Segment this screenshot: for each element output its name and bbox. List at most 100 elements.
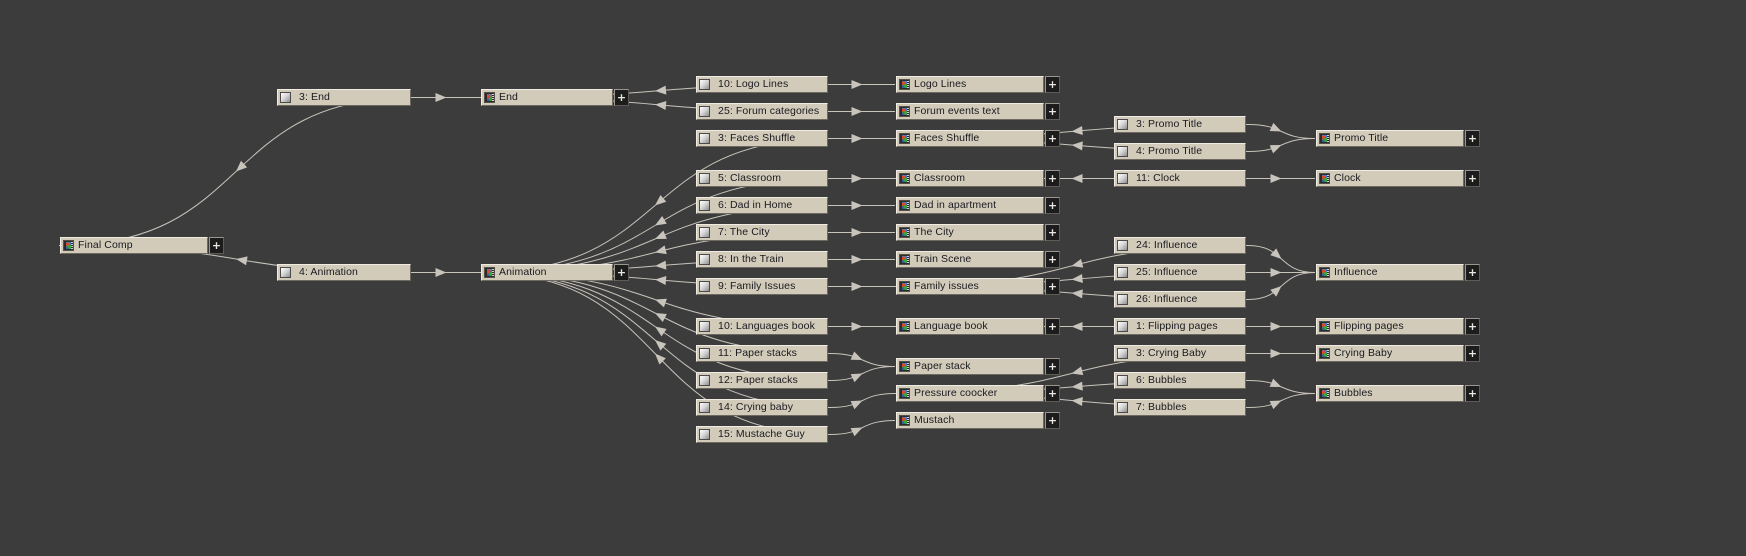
layer-node-l-9-family-issues[interactable]: 9: Family Issues [696,278,828,295]
layer-node-l-24-influence[interactable]: 24: Influence [1114,237,1246,254]
expand-toggle-c-logo-lines[interactable]: + [1045,76,1060,93]
expand-toggle-c-forum-events[interactable]: + [1045,103,1060,120]
comp-node-c-forum-events[interactable]: Forum events text [896,103,1044,120]
expand-toggle-c-train-scene[interactable]: + [1045,251,1060,268]
expand-toggle-c-language-book[interactable]: + [1045,318,1060,335]
composition-filmstrip-icon [899,415,910,426]
edge-arrow-icon [1071,322,1083,331]
comp-node-c-mustach[interactable]: Mustach [896,412,1044,429]
edge-arrow-icon [655,245,667,255]
layer-node-l-4-animation[interactable]: 4: Animation [277,264,411,281]
layer-node-l-7-bubbles[interactable]: 7: Bubbles [1114,399,1246,416]
comp-node-c-bubbles[interactable]: Bubbles [1316,385,1464,402]
layer-thumbnail-icon [699,200,710,211]
layer-node-l-6-dad-home[interactable]: 6: Dad in Home [696,197,828,214]
composition-filmstrip-icon [1319,133,1330,144]
expand-toggle-c-classroom[interactable]: + [1045,170,1060,187]
expand-toggle-c-bubbles[interactable]: + [1465,385,1480,402]
plus-icon: + [1047,198,1058,212]
edge-arrow-icon [1071,141,1083,151]
comp-node-c-train-scene[interactable]: Train Scene [896,251,1044,268]
expand-toggle-c-dad-apartment[interactable]: + [1045,197,1060,214]
comp-node-c-faces-shuffle[interactable]: Faces Shuffle [896,130,1044,147]
edge-arrow-icon [655,326,667,337]
layer-node-l-14-crying-baby[interactable]: 14: Crying baby [696,399,828,416]
expand-toggle-c-crying-baby[interactable]: + [1465,345,1480,362]
layer-node-l-10-lang-book[interactable]: 10: Languages book [696,318,828,335]
edge-arrow-icon [1269,400,1282,410]
node-label: 10: Languages book [718,321,815,332]
node-label: Crying Baby [1334,348,1393,359]
layer-node-l-1-flipping[interactable]: 1: Flipping pages [1114,318,1246,335]
comp-node-final-comp[interactable]: Final Comp [60,237,208,254]
plus-icon: + [1467,131,1478,145]
edge-arrow-icon [655,275,667,285]
expand-toggle-c-the-city[interactable]: + [1045,224,1060,241]
layer-thumbnail-icon [1117,294,1128,305]
layer-node-l-3-end[interactable]: 3: End [277,89,411,106]
comp-node-c-classroom[interactable]: Classroom [896,170,1044,187]
expand-toggle-c-pressure-cooker[interactable]: + [1045,385,1060,402]
comp-node-c-clock[interactable]: Clock [1316,170,1464,187]
comp-node-c-logo-lines[interactable]: Logo Lines [896,76,1044,93]
expand-toggle-c-end[interactable]: + [614,89,629,106]
edge-c-promo-title-to-l-4-promo-title [1247,138,1316,154]
edge-arrow-icon [851,255,863,264]
edge-c-paper-stack-to-l-11-paper-stacks [829,351,896,367]
expand-toggle-final-comp[interactable]: + [209,237,224,254]
node-label: 4: Promo Title [1136,146,1203,157]
layer-node-l-25-forum-cat[interactable]: 25: Forum categories [696,103,828,120]
node-label: 11: Clock [1136,173,1180,184]
layer-node-l-4-promo-title[interactable]: 4: Promo Title [1114,143,1246,160]
comp-node-c-the-city[interactable]: The City [896,224,1044,241]
edge-c-flipping-pages-to-l-1-flipping [1248,322,1315,331]
comp-node-c-animation[interactable]: Animation [481,264,613,281]
expand-toggle-c-influence[interactable]: + [1465,264,1480,281]
comp-node-c-crying-baby[interactable]: Crying Baby [1316,345,1464,362]
layer-thumbnail-icon [699,106,710,117]
comp-node-c-promo-title[interactable]: Promo Title [1316,130,1464,147]
layer-node-l-6-bubbles[interactable]: 6: Bubbles [1114,372,1246,389]
expand-toggle-c-flipping-pages[interactable]: + [1465,318,1480,335]
node-label: 7: Bubbles [1136,402,1187,413]
comp-node-c-family-issues[interactable]: Family issues [896,278,1044,295]
layer-node-l-8-in-the-train[interactable]: 8: In the Train [696,251,828,268]
expand-toggle-c-family-issues[interactable]: + [1045,278,1060,295]
comp-node-c-dad-apartment[interactable]: Dad in apartment [896,197,1044,214]
edge-arrow-icon [1270,268,1282,277]
edge-arrow-icon [850,427,863,437]
comp-node-c-flipping-pages[interactable]: Flipping pages [1316,318,1464,335]
layer-node-l-10-logo-lines[interactable]: 10: Logo Lines [696,76,828,93]
layer-node-l-15-mustache-guy[interactable]: 15: Mustache Guy [696,426,828,443]
layer-node-l-11-clock[interactable]: 11: Clock [1114,170,1246,187]
edge-arrow-icon [851,107,863,116]
plus-icon: + [1467,386,1478,400]
node-label: Pressure coocker [914,388,998,399]
layer-node-l-3-promo-title[interactable]: 3: Promo Title [1114,116,1246,133]
node-label: Train Scene [914,254,972,265]
edge-arrow-icon [1270,286,1282,297]
layer-node-l-26-influence[interactable]: 26: Influence [1114,291,1246,308]
layer-node-l-5-classroom[interactable]: 5: Classroom [696,170,828,187]
comp-node-c-pressure-cooker[interactable]: Pressure coocker [896,385,1044,402]
layer-node-l-3-crying-baby[interactable]: 3: Crying Baby [1114,345,1246,362]
comp-node-c-influence[interactable]: Influence [1316,264,1464,281]
expand-toggle-c-paper-stack[interactable]: + [1045,358,1060,375]
expand-toggle-c-mustach[interactable]: + [1045,412,1060,429]
layer-node-l-12-paper-stacks[interactable]: 12: Paper stacks [696,372,828,389]
layer-thumbnail-icon [699,375,710,386]
plus-icon: + [1467,265,1478,279]
layer-node-l-3-faces[interactable]: 3: Faces Shuffle [696,130,828,147]
expand-toggle-c-promo-title[interactable]: + [1465,130,1480,147]
comp-node-c-language-book[interactable]: Language book [896,318,1044,335]
comp-node-c-end[interactable]: End [481,89,613,106]
layer-node-l-7-the-city[interactable]: 7: The City [696,224,828,241]
expand-toggle-c-clock[interactable]: + [1465,170,1480,187]
comp-node-c-paper-stack[interactable]: Paper stack [896,358,1044,375]
layer-node-l-11-paper-stacks[interactable]: 11: Paper stacks [696,345,828,362]
layer-node-l-25-influence[interactable]: 25: Influence [1114,264,1246,281]
expand-toggle-c-faces-shuffle[interactable]: + [1045,130,1060,147]
expand-toggle-c-animation[interactable]: + [614,264,629,281]
